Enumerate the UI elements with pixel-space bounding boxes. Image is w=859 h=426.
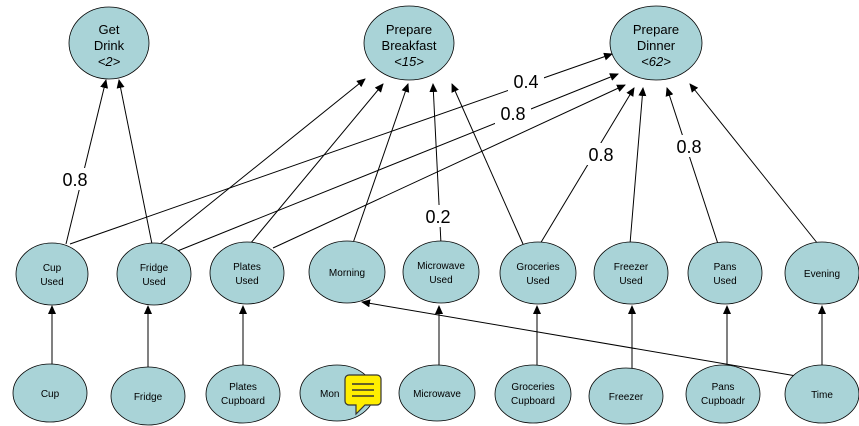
- node-label-line1: Prepare: [633, 22, 679, 37]
- node-label-line1: Plates: [229, 382, 257, 393]
- node-count: <2>: [98, 54, 121, 69]
- node-morning: Morning: [308, 240, 386, 304]
- node-label-line1: Plates: [233, 262, 261, 273]
- node-get-drink: Get Drink <2>: [68, 6, 150, 80]
- weight-cup-to-drink: 0.8: [62, 170, 87, 190]
- node-label-line1: Get: [99, 22, 120, 37]
- weight-pans-to-dinner: 0.8: [676, 137, 701, 157]
- node-freezer-used: Freezer Used: [593, 241, 669, 305]
- node-label-line1: Fridge: [134, 392, 163, 403]
- node-cup: Cup: [12, 363, 88, 423]
- weight-cup-to-dinner: 0.4: [513, 72, 538, 92]
- node-label-line1: Microwave: [413, 389, 461, 400]
- node-label-line2: Used: [526, 276, 549, 287]
- node-label-line1: Pans: [712, 382, 735, 393]
- node-label-line2: Used: [619, 276, 642, 287]
- node-label-line1: Groceries: [516, 262, 559, 273]
- node-prepare-breakfast: Prepare Breakfast <15>: [363, 5, 455, 81]
- node-pans-cupboard: Pans Cupboadr: [685, 364, 761, 424]
- node-label-line1: Evening: [804, 269, 840, 280]
- edge-plates-used-to-breakfast: [249, 83, 384, 245]
- node-cup-used: Cup Used: [15, 242, 89, 306]
- node-label-line2: Used: [429, 275, 452, 286]
- edge-freezer-used-to-dinner: [629, 87, 647, 245]
- node-label-line2: Breakfast: [382, 38, 437, 53]
- node-label-line2: Used: [40, 277, 63, 288]
- node-time: Time: [784, 364, 859, 424]
- node-label-line1: Freezer: [614, 262, 649, 273]
- node-label-line1: Prepare: [386, 22, 432, 37]
- weight-fridge-to-dinner: 0.8: [500, 104, 525, 124]
- node-count: <62>: [641, 54, 671, 69]
- node-label-line2: Cupboadr: [701, 396, 746, 407]
- edge-groceries-used-to-breakfast: [451, 83, 524, 245]
- edge-weights: 0.8 0.4 0.8 0.2 0.8 0.8: [58, 70, 706, 227]
- weight-microwave-to-breakfast: 0.2: [425, 207, 450, 227]
- node-groceries-used: Groceries Used: [499, 241, 577, 305]
- node-label-line1: Time: [811, 390, 833, 401]
- node-fridge-used: Fridge Used: [116, 242, 192, 306]
- node-label-line2: Used: [142, 277, 165, 288]
- weight-groceries-to-dinner: 0.8: [588, 145, 613, 165]
- comment-note-icon[interactable]: [344, 374, 382, 416]
- node-label-line1: Mon: [320, 389, 339, 400]
- edge-morning-to-breakfast: [351, 83, 410, 247]
- node-label-line2: Used: [235, 276, 258, 287]
- edge-cup-used-to-get-drink: [65, 79, 108, 245]
- node-plates-used: Plates Used: [209, 241, 285, 305]
- node-prepare-dinner: Prepare Dinner <62>: [609, 5, 703, 81]
- node-plates-cupboard: Plates Cupboard: [205, 364, 281, 424]
- edge-time-to-morning: [361, 299, 809, 379]
- node-pans-used: Pans Used: [687, 241, 763, 305]
- edge-plates-used-to-dinner: [272, 84, 626, 249]
- node-evening: Evening: [784, 241, 859, 305]
- node-microwave: Microwave: [398, 364, 476, 422]
- edge-evening-to-dinner: [689, 83, 819, 245]
- edge-fridge-used-to-dinner: [169, 73, 619, 255]
- node-label-line1: Microwave: [417, 261, 465, 272]
- node-label-line2: Dinner: [637, 38, 676, 53]
- edge-fridge-used-to-breakfast: [159, 78, 366, 245]
- node-label-line2: Cupboard: [511, 396, 555, 407]
- node-count: <15>: [394, 54, 424, 69]
- node-label-line1: Cup: [41, 389, 60, 400]
- edge-pans-used-to-dinner: [665, 87, 719, 245]
- node-label-line1: Freezer: [609, 392, 644, 403]
- node-freezer: Freezer: [588, 367, 664, 425]
- node-groceries-cupboard: Groceries Cupboard: [494, 364, 572, 424]
- node-label-line1: Morning: [329, 268, 365, 279]
- node-label-line2: Drink: [94, 38, 125, 53]
- node-fridge: Fridge: [110, 366, 186, 426]
- node-label-line1: Groceries: [511, 382, 554, 393]
- node-label-line1: Fridge: [140, 263, 169, 274]
- edge-fridge-used-to-get-drink: [116, 79, 153, 245]
- node-label-line1: Cup: [43, 263, 62, 274]
- node-label-line2: Cupboard: [221, 396, 265, 407]
- node-label-line2: Used: [713, 276, 736, 287]
- node-microwave-used: Microwave Used: [402, 240, 480, 304]
- edge-groceries-used-to-dinner: [539, 87, 635, 245]
- node-label-line1: Pans: [714, 262, 737, 273]
